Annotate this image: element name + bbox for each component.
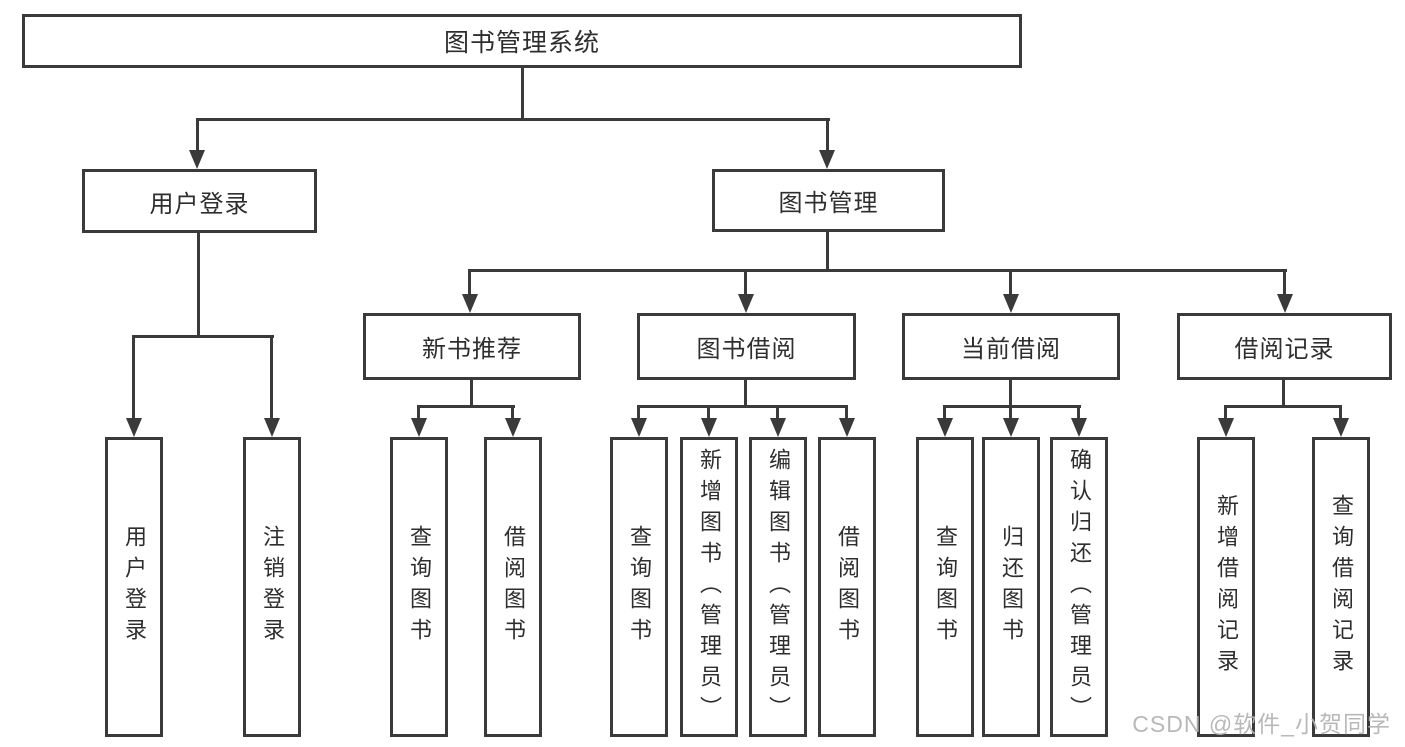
arrowhead-down-icon — [631, 418, 647, 437]
arrowhead-down-icon — [264, 418, 280, 437]
leaf-label: 用户登录 — [122, 525, 147, 649]
leaf-label: 借阅图书 — [501, 525, 526, 649]
leaf-label: 编辑图书（管理员） — [766, 447, 791, 727]
arrowhead-down-icon — [462, 294, 478, 313]
arrowhead-down-icon — [126, 418, 142, 437]
arrowhead-down-icon — [505, 418, 521, 437]
leaf-label: 新增图书（管理员） — [697, 447, 722, 727]
connector-line — [707, 405, 710, 421]
leaf-borrow-books-1: 借阅图书 — [484, 437, 542, 737]
connector-line — [470, 380, 473, 407]
connector-line — [638, 405, 848, 408]
connector-line — [1224, 405, 1227, 421]
arrowhead-down-icon — [1071, 418, 1087, 437]
connector-line — [521, 68, 524, 120]
arrowhead-down-icon — [1003, 418, 1019, 437]
connector-line — [196, 118, 199, 153]
connector-line — [468, 269, 471, 297]
connector-line — [417, 405, 420, 421]
leaf-confirm-return-admin: 确认归还（管理员） — [1050, 437, 1108, 737]
arrowhead-down-icon — [1003, 294, 1019, 313]
connector-line — [133, 335, 274, 338]
arrowhead-down-icon — [819, 150, 835, 169]
connector-line — [845, 405, 848, 421]
connector-line — [270, 335, 273, 422]
connector-line — [1225, 405, 1342, 408]
leaf-add-borrow-record: 新增借阅记录 — [1197, 437, 1255, 737]
connector-line — [418, 405, 515, 408]
connector-line — [1009, 269, 1012, 297]
leaf-logout: 注销登录 — [243, 437, 301, 737]
connector-line — [1339, 405, 1342, 421]
leaf-label: 借阅图书 — [835, 525, 860, 649]
connector-line — [196, 118, 830, 121]
leaf-label: 新增借阅记录 — [1214, 494, 1239, 680]
connector-line — [197, 233, 200, 337]
arrowhead-down-icon — [1218, 418, 1234, 437]
arrowhead-down-icon — [738, 294, 754, 313]
connector-line — [1283, 269, 1286, 297]
leaf-borrow-books-2: 借阅图书 — [818, 437, 876, 737]
connector-line — [744, 380, 747, 407]
leaf-query-borrow-record: 查询借阅记录 — [1312, 437, 1370, 737]
arrowhead-down-icon — [770, 418, 786, 437]
connector-line — [944, 405, 1081, 408]
arrowhead-down-icon — [937, 418, 953, 437]
node-book-management: 图书管理 — [712, 169, 945, 232]
leaf-label: 归还图书 — [999, 525, 1024, 649]
node-new-book-recommend: 新书推荐 — [363, 313, 581, 380]
leaf-label: 查询借阅记录 — [1329, 494, 1354, 680]
connector-line — [1077, 405, 1080, 421]
connector-line — [943, 405, 946, 421]
node-book-borrowing: 图书借阅 — [637, 313, 856, 380]
leaf-label: 查询图书 — [627, 525, 652, 649]
leaf-add-books-admin: 新增图书（管理员） — [680, 437, 738, 737]
node-borrow-records: 借阅记录 — [1177, 313, 1392, 380]
leaf-return-books: 归还图书 — [982, 437, 1040, 737]
node-library-system: 图书管理系统 — [22, 14, 1022, 68]
connector-line — [511, 405, 514, 421]
leaf-label: 查询图书 — [407, 525, 432, 649]
node-current-borrowing: 当前借阅 — [902, 313, 1120, 380]
node-user-login: 用户登录 — [82, 169, 317, 233]
leaf-label: 确认归还（管理员） — [1067, 447, 1092, 727]
connector-line — [1282, 380, 1285, 407]
arrowhead-down-icon — [1277, 294, 1293, 313]
connector-line — [826, 118, 829, 153]
leaf-user-login: 用户登录 — [105, 437, 163, 737]
connector-line — [469, 269, 1287, 272]
connector-line — [1009, 405, 1012, 421]
connector-line — [744, 269, 747, 297]
arrowhead-down-icon — [411, 418, 427, 437]
connector-line — [132, 335, 135, 422]
leaf-label: 注销登录 — [260, 525, 285, 649]
leaf-edit-books-admin: 编辑图书（管理员） — [749, 437, 807, 737]
leaf-query-books-3: 查询图书 — [916, 437, 974, 737]
arrowhead-down-icon — [839, 418, 855, 437]
arrowhead-down-icon — [701, 418, 717, 437]
leaf-query-books-2: 查询图书 — [610, 437, 668, 737]
connector-line — [1009, 380, 1012, 407]
connector-line — [637, 405, 640, 421]
csdn-watermark: CSDN @软件_小贺同学 — [1132, 711, 1391, 737]
arrowhead-down-icon — [1333, 418, 1349, 437]
arrowhead-down-icon — [189, 150, 205, 169]
connector-line — [826, 232, 829, 272]
leaf-query-books-1: 查询图书 — [390, 437, 448, 737]
leaf-label: 查询图书 — [933, 525, 958, 649]
connector-line — [776, 405, 779, 421]
